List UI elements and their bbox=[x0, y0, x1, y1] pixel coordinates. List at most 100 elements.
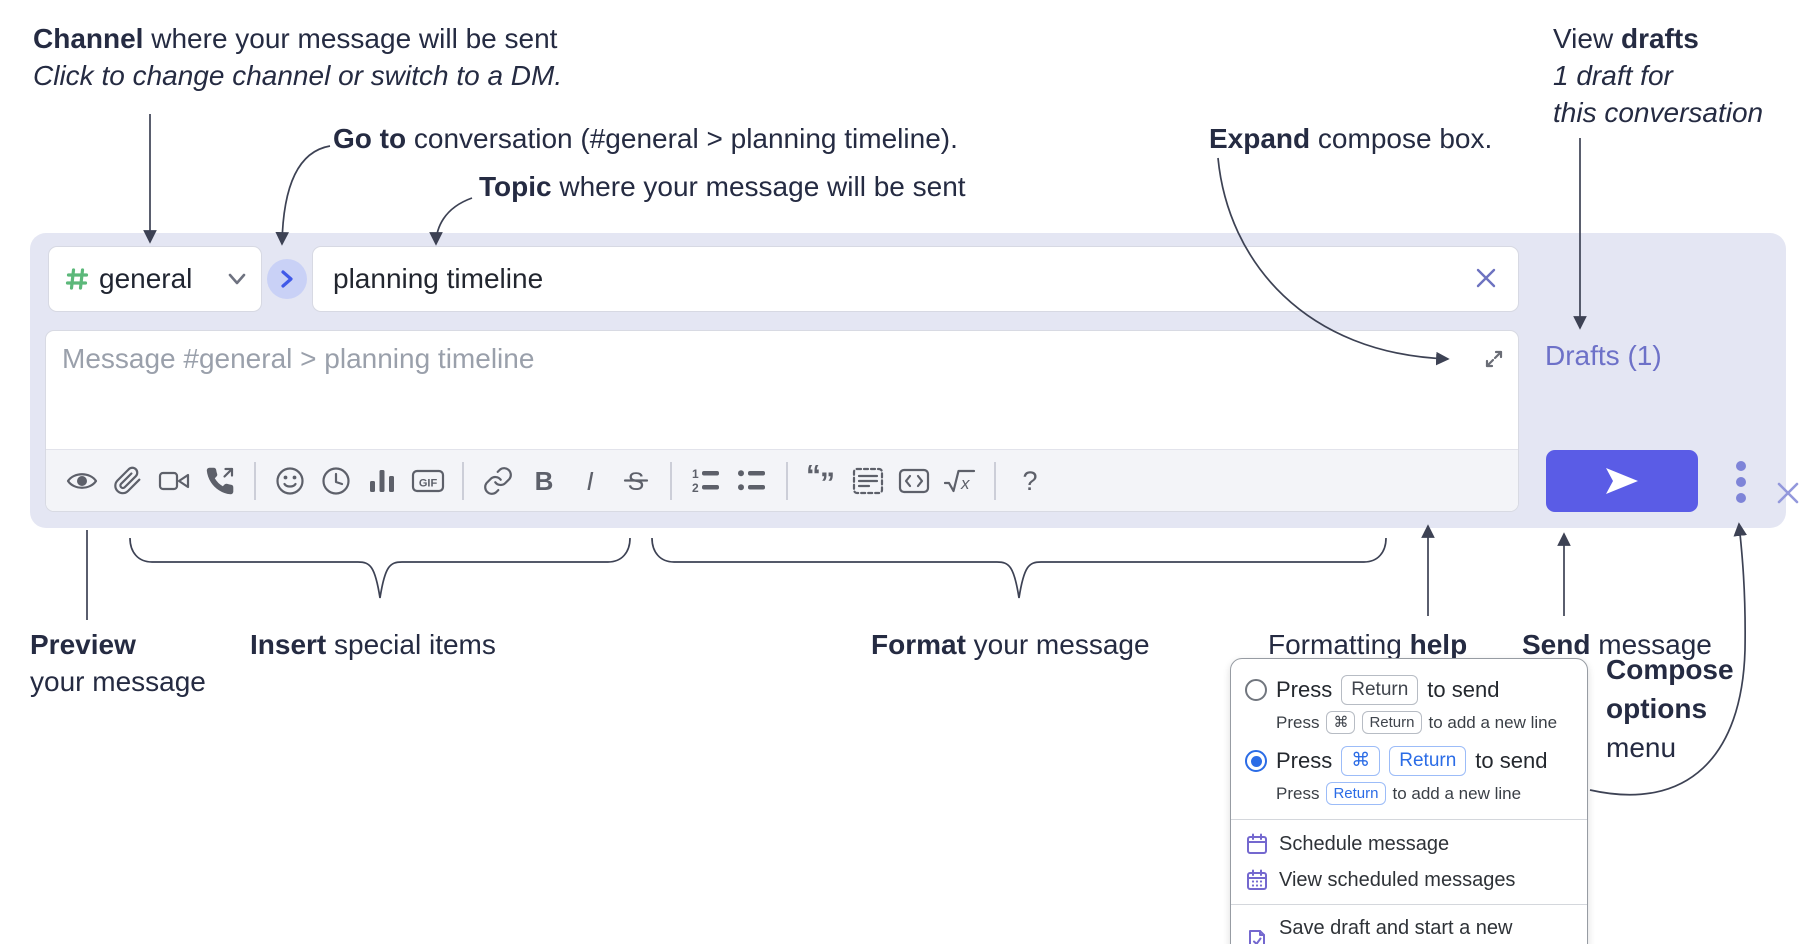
compose-options-popup: Press Return to send Press ⌘ Return to a… bbox=[1230, 658, 1588, 944]
annotation-channel: Channel where your message will be sent … bbox=[33, 20, 562, 94]
poll-button[interactable] bbox=[359, 456, 405, 506]
video-call-button[interactable] bbox=[151, 456, 197, 506]
annotation-channel-italic: Click to change channel or switch to a D… bbox=[33, 60, 563, 91]
return-key-badge: Return bbox=[1326, 782, 1386, 805]
annotation-format: Format your message bbox=[871, 626, 1150, 663]
svg-text:1: 1 bbox=[692, 467, 699, 481]
annotation-preview-bold: Preview bbox=[30, 629, 136, 660]
svg-text:”: ” bbox=[820, 467, 835, 497]
question-mark-icon: ? bbox=[1022, 466, 1037, 496]
annotation-drafts-bold: drafts bbox=[1620, 23, 1699, 54]
enter-sends-subtext: Press ⌘ Return to add a new line bbox=[1231, 709, 1587, 742]
video-camera-icon bbox=[158, 471, 190, 490]
message-input[interactable] bbox=[46, 331, 1518, 449]
compose-options-menu-button[interactable] bbox=[1726, 454, 1756, 510]
italic-button[interactable]: I bbox=[567, 456, 613, 506]
topic-input-box bbox=[312, 246, 1519, 312]
clear-topic-x-icon bbox=[1476, 268, 1496, 287]
connector-goto bbox=[275, 145, 331, 246]
svg-text:“: “ bbox=[806, 465, 821, 492]
send-button[interactable] bbox=[1546, 450, 1698, 512]
return-key-badge: Return bbox=[1389, 746, 1467, 776]
message-formatting-help-button[interactable]: ? bbox=[1007, 456, 1053, 506]
option2-press-label: Press bbox=[1276, 748, 1333, 773]
schedule-message-item[interactable]: Schedule message bbox=[1231, 826, 1587, 862]
annotation-topic: Topic where your message will be sent bbox=[479, 168, 966, 205]
phone-outgoing-icon bbox=[206, 467, 234, 494]
link-button[interactable] bbox=[475, 456, 521, 506]
popup-divider bbox=[1231, 819, 1587, 820]
emoji-button[interactable] bbox=[267, 456, 313, 506]
annotation-goto-rest: conversation (#general > planning timeli… bbox=[406, 123, 958, 154]
brace-format bbox=[651, 537, 1387, 599]
save-draft-label: Save draft and start a new message bbox=[1279, 917, 1513, 944]
toolbar-divider bbox=[670, 461, 672, 500]
svg-text:2: 2 bbox=[692, 481, 699, 495]
bold-button[interactable]: B bbox=[521, 456, 567, 506]
close-compose-button[interactable] bbox=[1770, 475, 1806, 511]
chevron-down-icon bbox=[228, 273, 246, 285]
expand-diagonal-icon bbox=[1485, 350, 1503, 368]
strikethrough-button[interactable]: S bbox=[613, 456, 659, 506]
math-button[interactable]: x bbox=[937, 456, 983, 506]
annotation-format-bold: Format bbox=[871, 629, 966, 660]
radio-selected-icon[interactable] bbox=[1245, 750, 1267, 772]
voice-call-button[interactable] bbox=[197, 456, 243, 506]
go-to-conversation-button[interactable] bbox=[267, 259, 307, 299]
annotation-channel-rest: where your message will be sent bbox=[143, 23, 558, 54]
bulleted-list-icon bbox=[738, 469, 765, 490]
svg-text:I: I bbox=[586, 466, 593, 496]
gif-button[interactable]: GIF bbox=[405, 456, 451, 506]
eye-icon bbox=[66, 472, 98, 489]
cmd-enter-sends-subtext: Press Return to add a new line bbox=[1231, 780, 1587, 813]
time-button[interactable] bbox=[313, 456, 359, 506]
channel-selector[interactable]: general bbox=[48, 246, 262, 312]
toolbar-divider bbox=[254, 461, 256, 500]
bar-chart-icon bbox=[370, 469, 394, 492]
annotation-drafts-line2: 1 draft for bbox=[1553, 60, 1673, 91]
drafts-link[interactable]: Drafts (1) bbox=[1545, 340, 1662, 371]
annotation-insert-rest: special items bbox=[326, 629, 496, 660]
quote-icon: “” bbox=[806, 465, 835, 497]
enter-sends-option[interactable]: Press Return to send bbox=[1231, 671, 1587, 709]
italic-icon: I bbox=[586, 466, 593, 496]
toolbar-divider bbox=[786, 461, 788, 500]
view-scheduled-messages-label: View scheduled messages bbox=[1279, 868, 1516, 891]
annotation-expand-rest: compose box. bbox=[1310, 123, 1493, 154]
spoiler-button[interactable] bbox=[845, 456, 891, 506]
annotation-drafts-pre: View bbox=[1553, 23, 1621, 54]
chevron-right-icon bbox=[281, 270, 293, 288]
view-scheduled-messages-item[interactable]: View scheduled messages bbox=[1231, 862, 1587, 898]
attach-file-button[interactable] bbox=[105, 456, 151, 506]
smiley-icon bbox=[276, 466, 304, 495]
clear-topic-button[interactable] bbox=[1454, 266, 1518, 293]
annotation-insert-bold: Insert bbox=[250, 629, 327, 660]
calendar-icon bbox=[1247, 833, 1267, 854]
bulleted-list-button[interactable] bbox=[729, 456, 775, 506]
popup-divider bbox=[1231, 904, 1587, 905]
quote-button[interactable]: “” bbox=[799, 456, 845, 506]
svg-text:?: ? bbox=[1022, 466, 1037, 496]
annotation-help-pre: Formatting bbox=[1268, 629, 1410, 660]
annotation-insert: Insert special items bbox=[250, 626, 496, 663]
expand-compose-button[interactable] bbox=[1482, 347, 1506, 376]
annotation-goto-bold: Go to bbox=[333, 123, 407, 154]
code-button[interactable] bbox=[891, 456, 937, 506]
bold-icon: B bbox=[535, 466, 554, 496]
annotation-drafts-line3: this conversation bbox=[1553, 97, 1764, 128]
annotation-view-drafts: View drafts 1 draft for this conversatio… bbox=[1553, 20, 1763, 131]
return-key-badge: Return bbox=[1341, 675, 1419, 705]
link-icon bbox=[484, 466, 512, 495]
calendar-grid-icon bbox=[1247, 869, 1267, 890]
annotation-compose-line2: options bbox=[1606, 693, 1708, 724]
topic-input[interactable] bbox=[313, 263, 1454, 295]
cmd-enter-sends-option[interactable]: Press ⌘ Return to send bbox=[1231, 742, 1587, 780]
schedule-message-label: Schedule message bbox=[1279, 832, 1450, 855]
radio-unselected-icon[interactable] bbox=[1245, 679, 1267, 701]
annotation-expand: Expand compose box. bbox=[1209, 120, 1492, 157]
save-draft-item[interactable]: Save draft and start a new message bbox=[1231, 911, 1587, 944]
math-sqrt-icon: x bbox=[944, 469, 976, 493]
preview-button[interactable] bbox=[59, 456, 105, 506]
channel-hash-icon bbox=[65, 268, 89, 290]
